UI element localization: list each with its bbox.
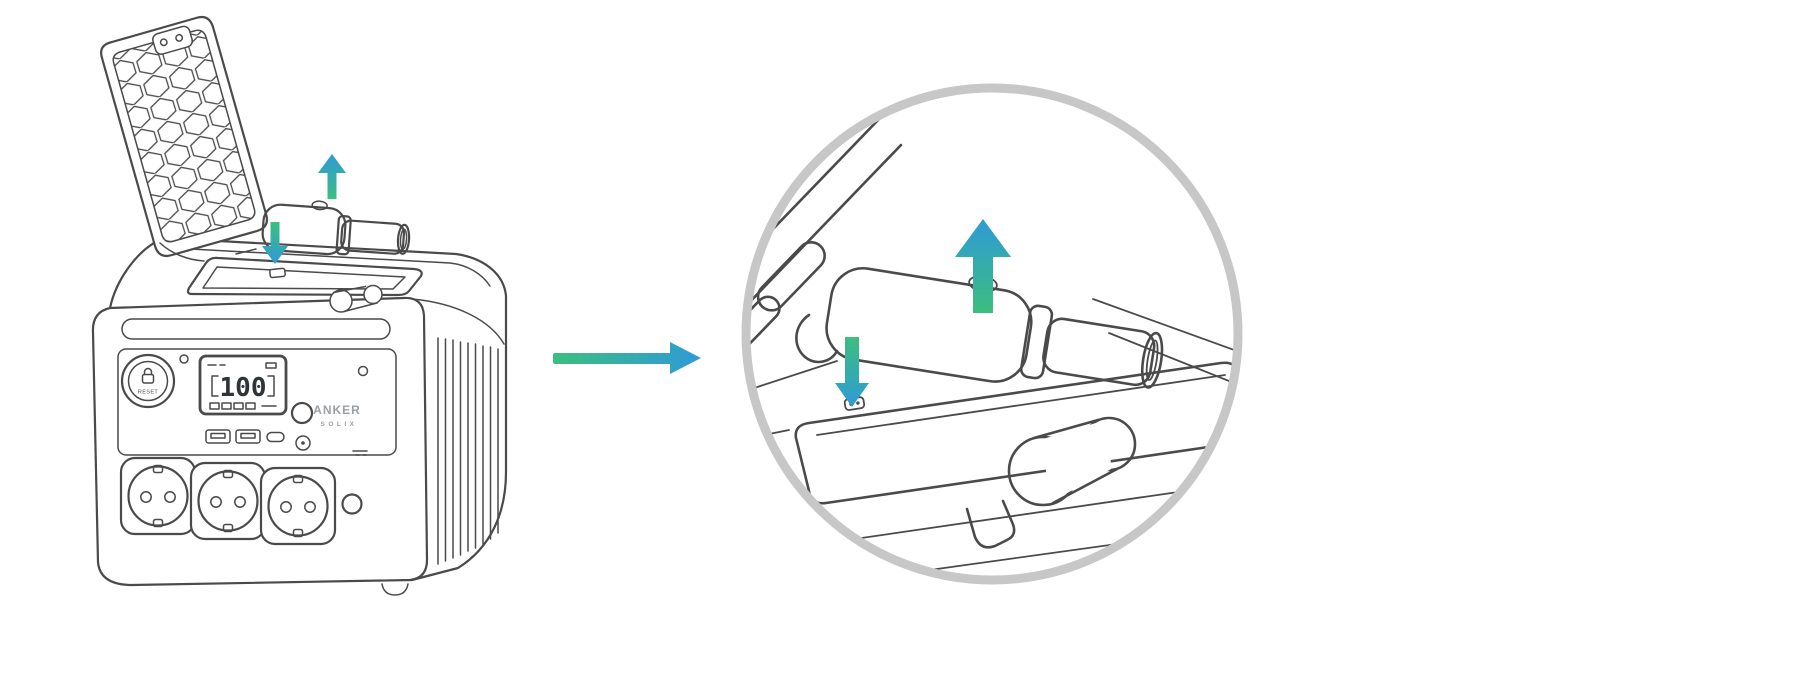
lid-edge-zoom [750,115,903,364]
front-panel: RESET 100 ANKER SOLIX [117,318,397,546]
flashlight [261,200,411,256]
panel-recess [117,348,397,456]
tray-cutout [329,289,353,313]
usb-c-port [266,431,285,443]
light-button [295,435,311,451]
power-station-illustration: RESET 100 ANKER SOLIX [91,15,508,596]
side-vents [437,337,499,565]
down-arrow-icon [835,337,869,407]
latch-slot [269,267,286,279]
magnifier-ring [741,83,1243,585]
sub-brand-logo: SOLIX [320,421,357,428]
ac-power-button [341,493,363,515]
flashlight-head [261,203,347,256]
flashlight-zoom [825,267,1164,389]
display-button [290,401,314,425]
battery-frame [211,375,275,397]
flashlight-endcap [396,223,411,255]
small-led [179,354,189,364]
flashlight-head [825,267,1033,383]
latch-hook [795,313,839,364]
ac-outlet-2 [189,461,267,541]
status-led [357,365,369,377]
lock-icon [141,367,155,384]
display-status-icons [207,362,277,369]
reset-button: RESET [120,353,176,409]
flashlight-button [311,200,328,211]
ac-outlet-3 [259,466,337,546]
handle-groove [121,318,391,340]
up-arrow-icon [318,154,346,199]
brand-logo: ANKER [313,403,361,417]
lcd-display: 100 [198,354,288,416]
ac-outlet-1 [119,456,197,536]
thumb-notch [965,499,1016,549]
flashlight-endcap [1140,331,1164,389]
right-arrow-icon [553,342,701,374]
transition-arrow [553,342,701,374]
up-arrow-icon [955,219,1011,313]
battery-percentage: 100 [220,373,267,403]
lid-hinge [159,242,257,262]
down-arrow-icon [262,222,288,264]
display-segment-icons [209,402,277,410]
top-compartment [186,256,423,313]
detail-view [741,83,1243,585]
usb-ports [205,429,285,444]
reset-label: RESET [138,390,159,396]
device-foot [381,583,409,596]
lid-latch [152,25,194,55]
lid-hex-pattern [113,30,255,242]
open-lid [100,15,269,262]
dc-icon [352,450,368,456]
